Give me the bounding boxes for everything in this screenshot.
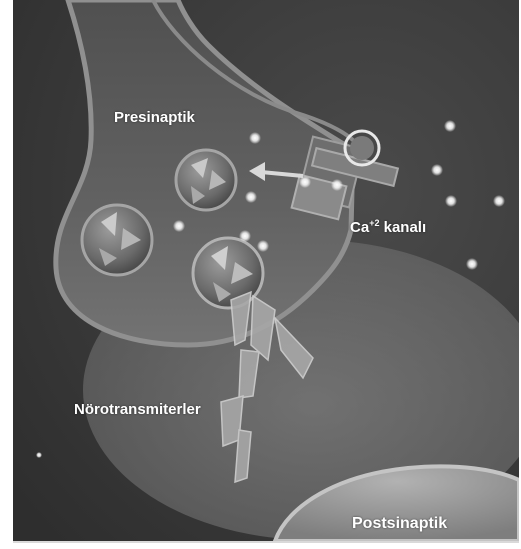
presynaptic-label: Presinaptik: [114, 109, 195, 126]
synaptic-vesicle: [176, 150, 236, 210]
postsynaptic-label: Postsinaptik: [352, 515, 447, 533]
synapse-diagram: Presinaptik Ca+2 kanalı Nörotransmiterle…: [13, 0, 519, 543]
calcium-ion-core: [350, 136, 374, 160]
calcium-channel-label: Ca+2 kanalı: [350, 218, 426, 236]
synaptic-vesicle: [82, 205, 152, 275]
synapse-illustration: [13, 0, 519, 541]
neurotransmitters-label: Nörotransmiterler: [74, 401, 201, 418]
